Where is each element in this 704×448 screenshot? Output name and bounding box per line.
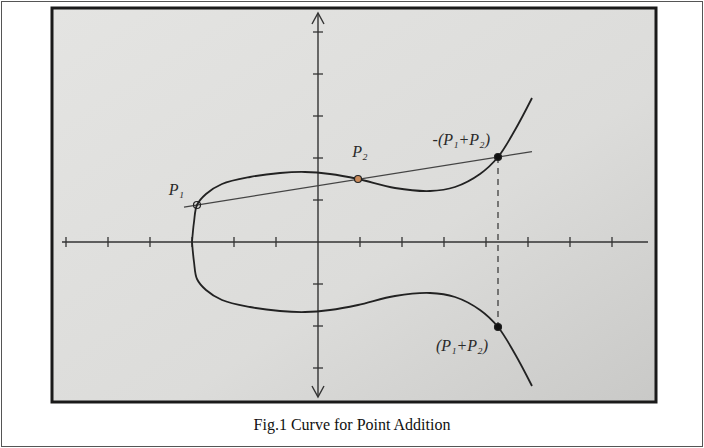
axis-tick — [443, 237, 444, 247]
curve-point — [495, 154, 502, 161]
axes — [62, 13, 648, 397]
axis-tick — [275, 237, 276, 247]
figure-caption: Fig.1 Curve for Point Addition — [254, 416, 451, 434]
axis-tick — [313, 283, 323, 284]
axis-tick — [313, 157, 323, 158]
curve-branch — [192, 242, 532, 386]
point-label: (P₁+P₂) — [436, 337, 488, 355]
curve-branch — [192, 98, 532, 242]
axis-tick — [65, 237, 66, 247]
reflection-line — [497, 157, 498, 327]
curve-point — [355, 176, 362, 183]
point-label: -(P₁+P₂) — [433, 131, 490, 149]
axis-tick — [313, 367, 323, 368]
axis-tick — [107, 237, 108, 247]
axis-tick — [313, 199, 323, 200]
point-label: P₁ — [169, 181, 184, 199]
axis-tick — [313, 115, 323, 116]
curve-point — [495, 324, 502, 331]
axis-tick — [313, 31, 323, 32]
axis-tick — [569, 237, 570, 247]
axis-tick — [401, 237, 402, 247]
axis-tick — [149, 237, 150, 247]
y-axis — [317, 14, 318, 396]
axis-tick — [527, 237, 528, 247]
axis-tick — [359, 237, 360, 247]
photo-frame — [52, 8, 656, 402]
axis-tick — [313, 325, 323, 326]
axis-tick — [611, 237, 612, 247]
axis-arrow — [312, 386, 324, 397]
axis-ticks — [66, 32, 612, 368]
point-label: P₂ — [352, 143, 367, 161]
axis-tick — [233, 237, 234, 247]
axis-tick — [485, 237, 486, 247]
axis-tick — [313, 73, 323, 74]
curve-points — [194, 154, 502, 331]
axis-arrow — [312, 13, 324, 24]
curve-point — [194, 202, 201, 209]
